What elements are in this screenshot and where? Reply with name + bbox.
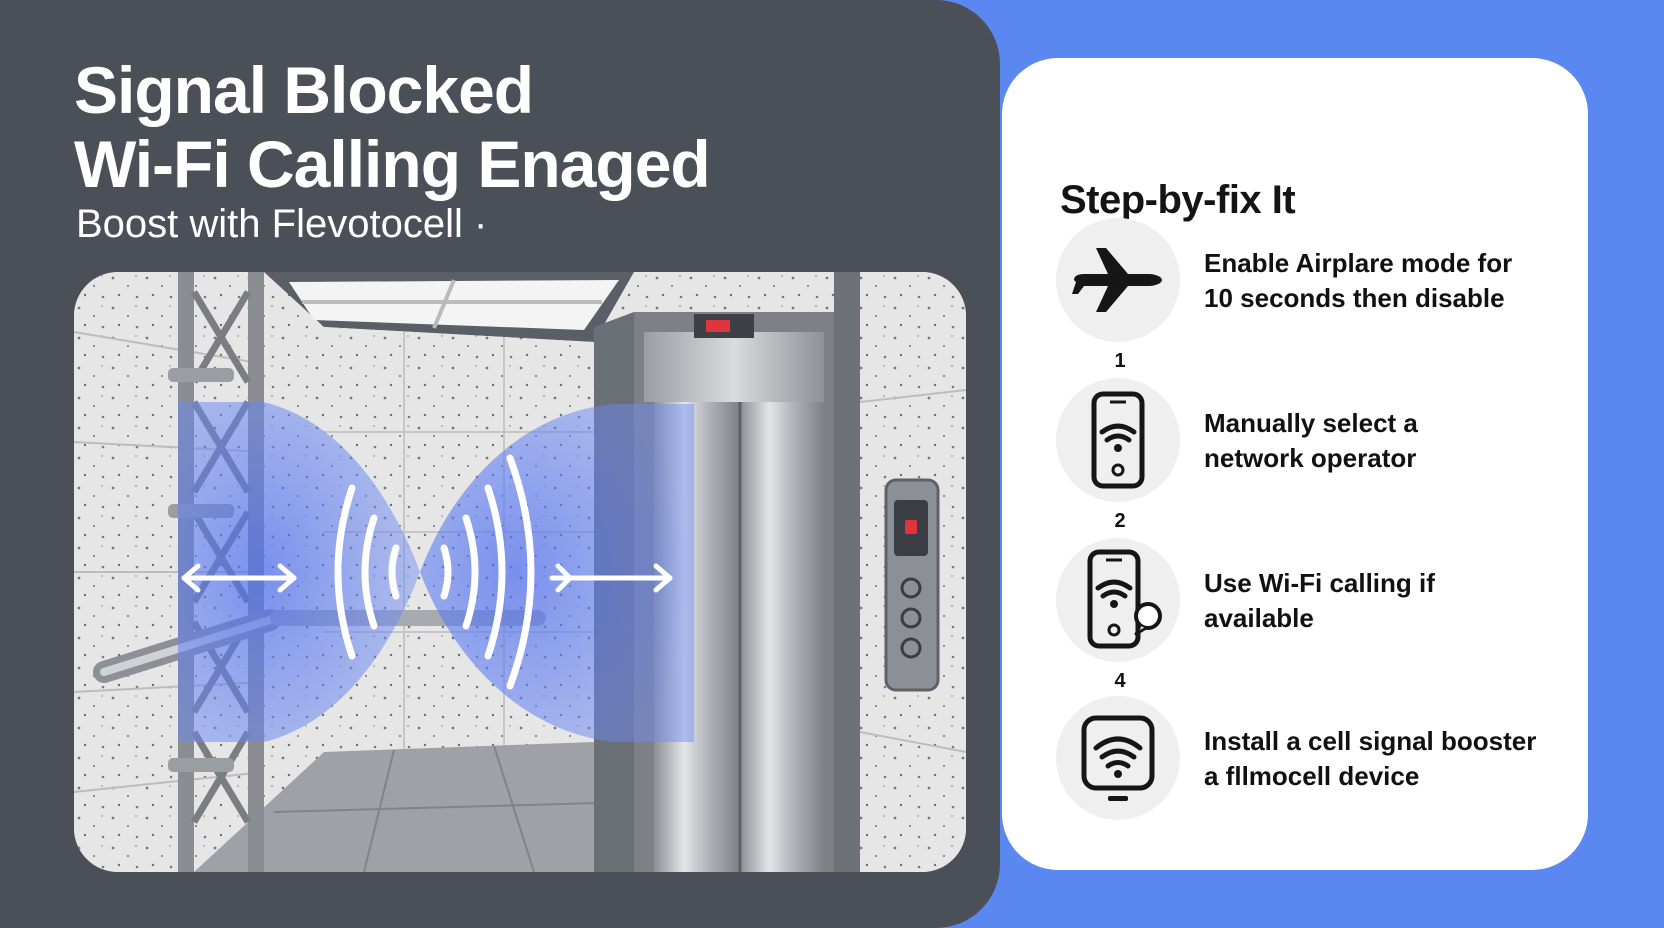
step-wifi-calling: Use Wi-Fi calling if available — [1056, 538, 1576, 662]
left-panel: Signal Blocked Wi-Fi Calling Enaged Boos… — [0, 0, 1000, 928]
step-1-line-2: 10 seconds then disable — [1204, 283, 1505, 313]
step-1-text: Enable Airplare mode for 10 seconds then… — [1204, 246, 1564, 316]
step-2-text: Manually select a network operator — [1204, 406, 1564, 476]
card-title: Step-by-fix It — [1060, 178, 1296, 222]
step-number-2: 2 — [1114, 510, 1126, 532]
step-4-text: Install a cell signal booster a fllmocel… — [1204, 724, 1564, 794]
step-number-4: 4 — [1114, 670, 1126, 692]
elevator-illustration — [74, 272, 966, 872]
wifi-booster-icon — [1056, 696, 1180, 820]
step-2-line-2: network operator — [1204, 443, 1417, 473]
steps-card: Step-by-fix It Enable Airplare mode for … — [1002, 58, 1588, 870]
step-4-line-1: Install a cell signal booster — [1204, 726, 1537, 756]
headline-line-2: Wi-Fi Calling Enaged — [74, 127, 711, 201]
step-number-1: 1 — [1114, 350, 1126, 372]
airplane-icon — [1056, 218, 1180, 342]
step-2-line-1: Manually select a — [1204, 408, 1418, 438]
step-4-line-2: a fllmocell device — [1204, 761, 1420, 791]
step-3-line-2: available — [1204, 603, 1314, 633]
step-airplane-mode: Enable Airplare mode for 10 seconds then… — [1056, 218, 1576, 342]
phone-wifi-icon — [1056, 378, 1180, 502]
step-select-operator: Manually select a network operator — [1056, 378, 1576, 502]
step-3-text: Use Wi-Fi calling if available — [1204, 566, 1564, 636]
headline-line-1: Signal Blocked — [74, 53, 534, 127]
step-signal-booster: Install a cell signal booster a fllmocel… — [1056, 696, 1576, 820]
step-3-line-1: Use Wi-Fi calling if — [1204, 568, 1435, 598]
step-1-line-1: Enable Airplare mode for — [1204, 248, 1513, 278]
subtitle: Boost with Flevotocell · — [76, 202, 488, 246]
phone-wifi-call-icon — [1056, 538, 1180, 662]
